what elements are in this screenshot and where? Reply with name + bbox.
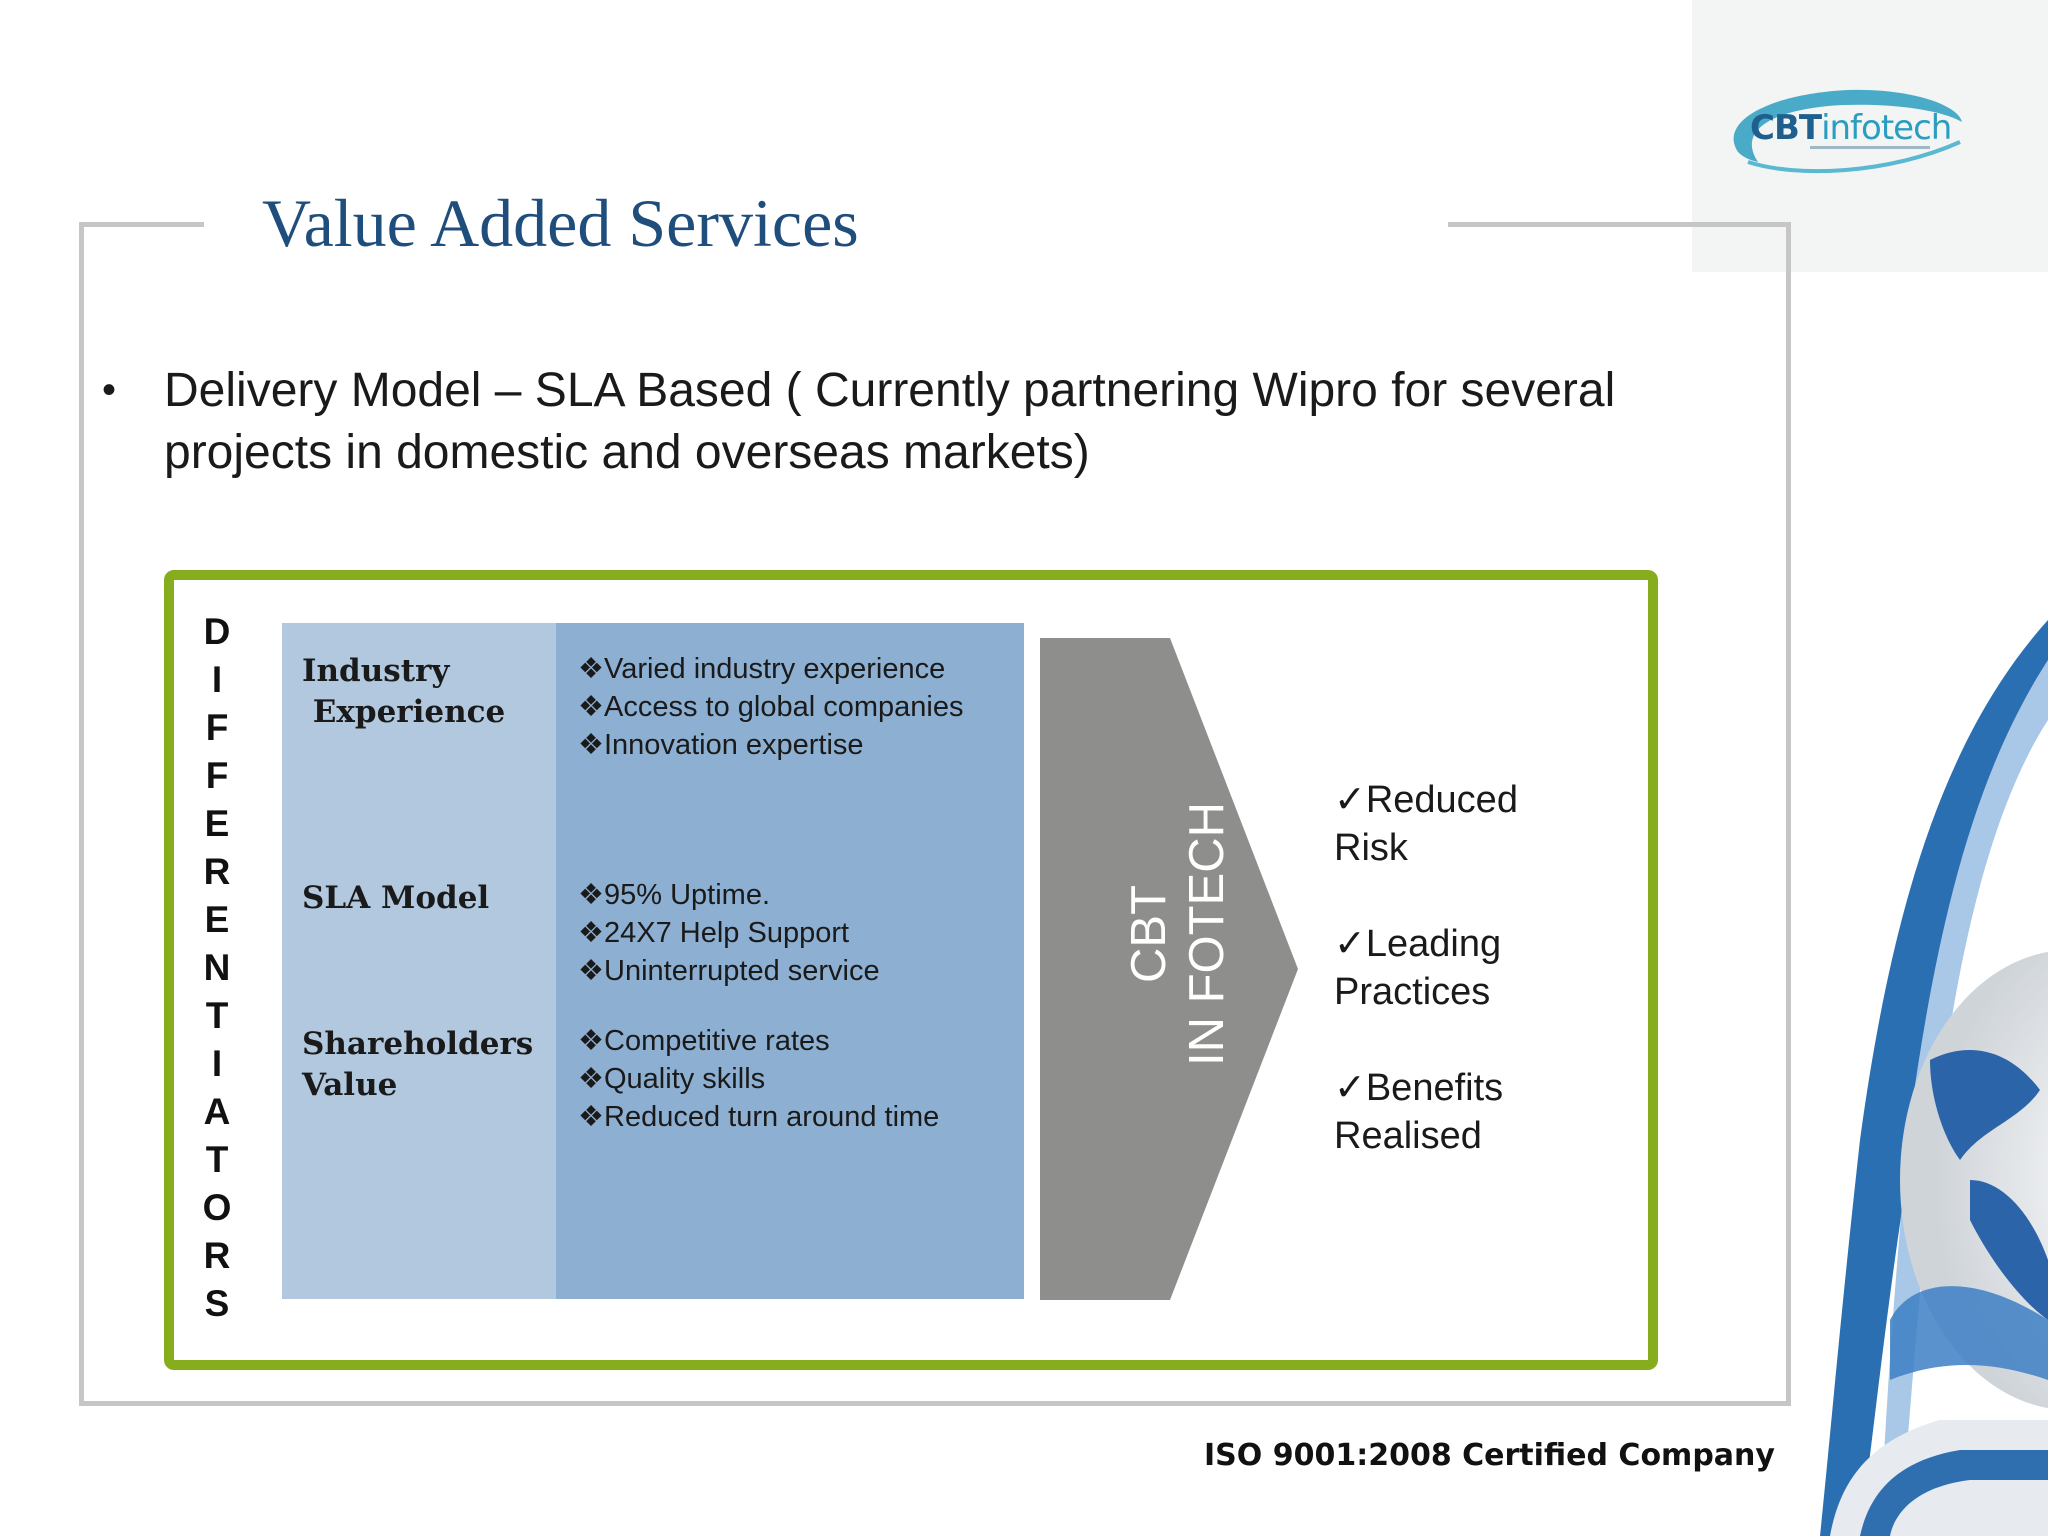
row-items-industry: ❖Varied industry experience ❖Access to g… bbox=[578, 650, 1018, 764]
logo-swoosh-icon bbox=[1733, 89, 1962, 174]
row-items-text: ❖95% Uptime. ❖24X7 Help Support ❖Uninter… bbox=[578, 879, 880, 987]
benefit-reduced-risk: ✓Reduced Risk bbox=[1334, 779, 1518, 869]
vertical-letter: T bbox=[205, 995, 229, 1036]
vertical-letter: S bbox=[204, 1283, 230, 1324]
company-logo: CBTinfotech bbox=[1750, 108, 1952, 148]
bullet-text: Delivery Model – SLA Based ( Currently p… bbox=[164, 364, 1616, 479]
benefit-benefits-realised: ✓Benefits Realised bbox=[1334, 1067, 1504, 1157]
row-label-shareholders: Shareholders Value bbox=[302, 1026, 534, 1103]
label-column bbox=[282, 623, 556, 1299]
iso-certification-footer: ISO 9001:2008 Certified Company bbox=[1204, 1438, 1775, 1473]
differentiators-box bbox=[164, 570, 1658, 1370]
logo-text-part1: CBT bbox=[1750, 108, 1822, 148]
frame-title-gap bbox=[204, 212, 1448, 236]
vertical-letter: I bbox=[211, 1043, 223, 1084]
row-items-sla: ❖95% Uptime. ❖24X7 Help Support ❖Uninter… bbox=[578, 876, 1018, 990]
items-column bbox=[556, 623, 1024, 1299]
row-label-sla: SLA Model bbox=[302, 880, 490, 916]
vertical-letter: F bbox=[205, 755, 229, 796]
arrow-label: CBT IN FOTECH bbox=[1122, 801, 1234, 1067]
vertical-letter: N bbox=[203, 947, 231, 988]
vertical-letter: I bbox=[211, 659, 223, 700]
globe-decoration-icon bbox=[1820, 620, 2048, 1536]
bullet-marker: • bbox=[102, 368, 117, 412]
row-items-text: ❖Varied industry experience ❖Access to g… bbox=[578, 653, 964, 761]
vertical-letter: O bbox=[202, 1187, 232, 1228]
benefit-leading-practices: ✓Leading Practices bbox=[1334, 923, 1502, 1013]
chevron-arrow-shape bbox=[1040, 638, 1298, 1300]
vertical-letter: E bbox=[204, 803, 230, 844]
vertical-letter: R bbox=[203, 851, 231, 892]
row-items-shareholders: ❖Competitive rates ❖Quality skills ❖Redu… bbox=[578, 1022, 1018, 1136]
row-items-text: ❖Competitive rates ❖Quality skills ❖Redu… bbox=[578, 1025, 940, 1133]
vertical-letter: F bbox=[205, 707, 229, 748]
vertical-letter: A bbox=[203, 1091, 231, 1132]
vertical-letter: E bbox=[204, 899, 230, 940]
vertical-letter: D bbox=[203, 611, 231, 652]
logo-text-part2: infotech bbox=[1821, 108, 1952, 148]
row-label-industry: Industry Experience bbox=[302, 653, 506, 730]
slide-title: Value Added Services bbox=[262, 185, 859, 261]
vertical-letter: R bbox=[203, 1235, 231, 1276]
logo-tagline-mark bbox=[1810, 146, 1930, 149]
vertical-letter: T bbox=[205, 1139, 229, 1180]
